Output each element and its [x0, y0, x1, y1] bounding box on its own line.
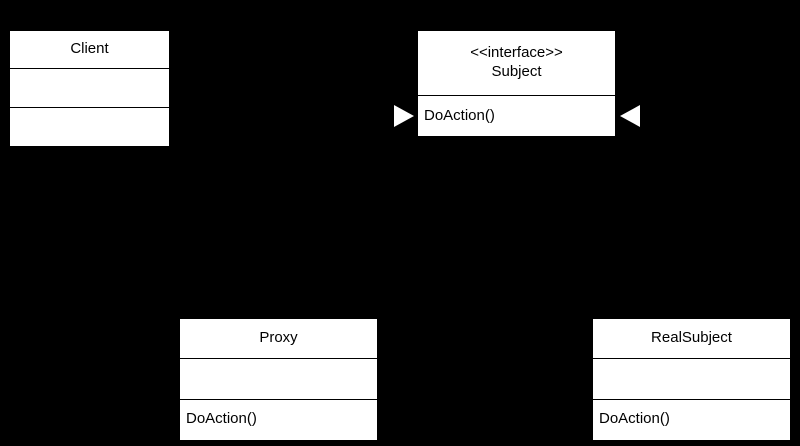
client-class-name: Client — [70, 40, 109, 58]
proxy-title-compartment: Proxy — [180, 319, 377, 358]
proxy-class-name: Proxy — [259, 329, 298, 347]
arrowhead-into-subject-left — [394, 105, 414, 127]
client-operations-compartment — [10, 106, 169, 146]
proxy-operations-compartment: DoAction() — [180, 398, 377, 440]
client-title-compartment: Client — [10, 31, 169, 68]
subject-title-compartment: <<interface>> Subject — [418, 31, 615, 95]
realsubject-title-compartment: RealSubject — [593, 319, 790, 358]
class-box-client[interactable]: Client — [9, 30, 170, 147]
connector-realsubject-to-subject — [640, 116, 691, 117]
connector-realsubject-riser — [691, 116, 692, 318]
connector-proxy-to-subject — [278, 116, 394, 117]
class-box-subject[interactable]: <<interface>> Subject DoAction() — [417, 30, 616, 137]
realsubject-operations: DoAction() — [599, 410, 670, 428]
connector-proxy-riser — [278, 116, 279, 318]
proxy-operations: DoAction() — [186, 410, 257, 428]
connector-proxy-to-realsubject — [378, 378, 592, 379]
realsubject-attributes-compartment — [593, 358, 790, 398]
realsubject-operations-compartment: DoAction() — [593, 398, 790, 440]
client-attributes-compartment — [10, 68, 169, 106]
proxy-attributes-compartment — [180, 358, 377, 398]
subject-stereotype: <<interface>> — [470, 44, 563, 62]
subject-operations-compartment: DoAction() — [418, 94, 615, 136]
class-box-proxy[interactable]: Proxy DoAction() — [179, 318, 378, 441]
class-box-realsubject[interactable]: RealSubject DoAction() — [592, 318, 791, 441]
arrowhead-into-subject-right — [620, 105, 640, 127]
subject-operations: DoAction() — [424, 106, 495, 124]
subject-class-name: Subject — [491, 62, 542, 80]
realsubject-class-name: RealSubject — [651, 329, 732, 347]
